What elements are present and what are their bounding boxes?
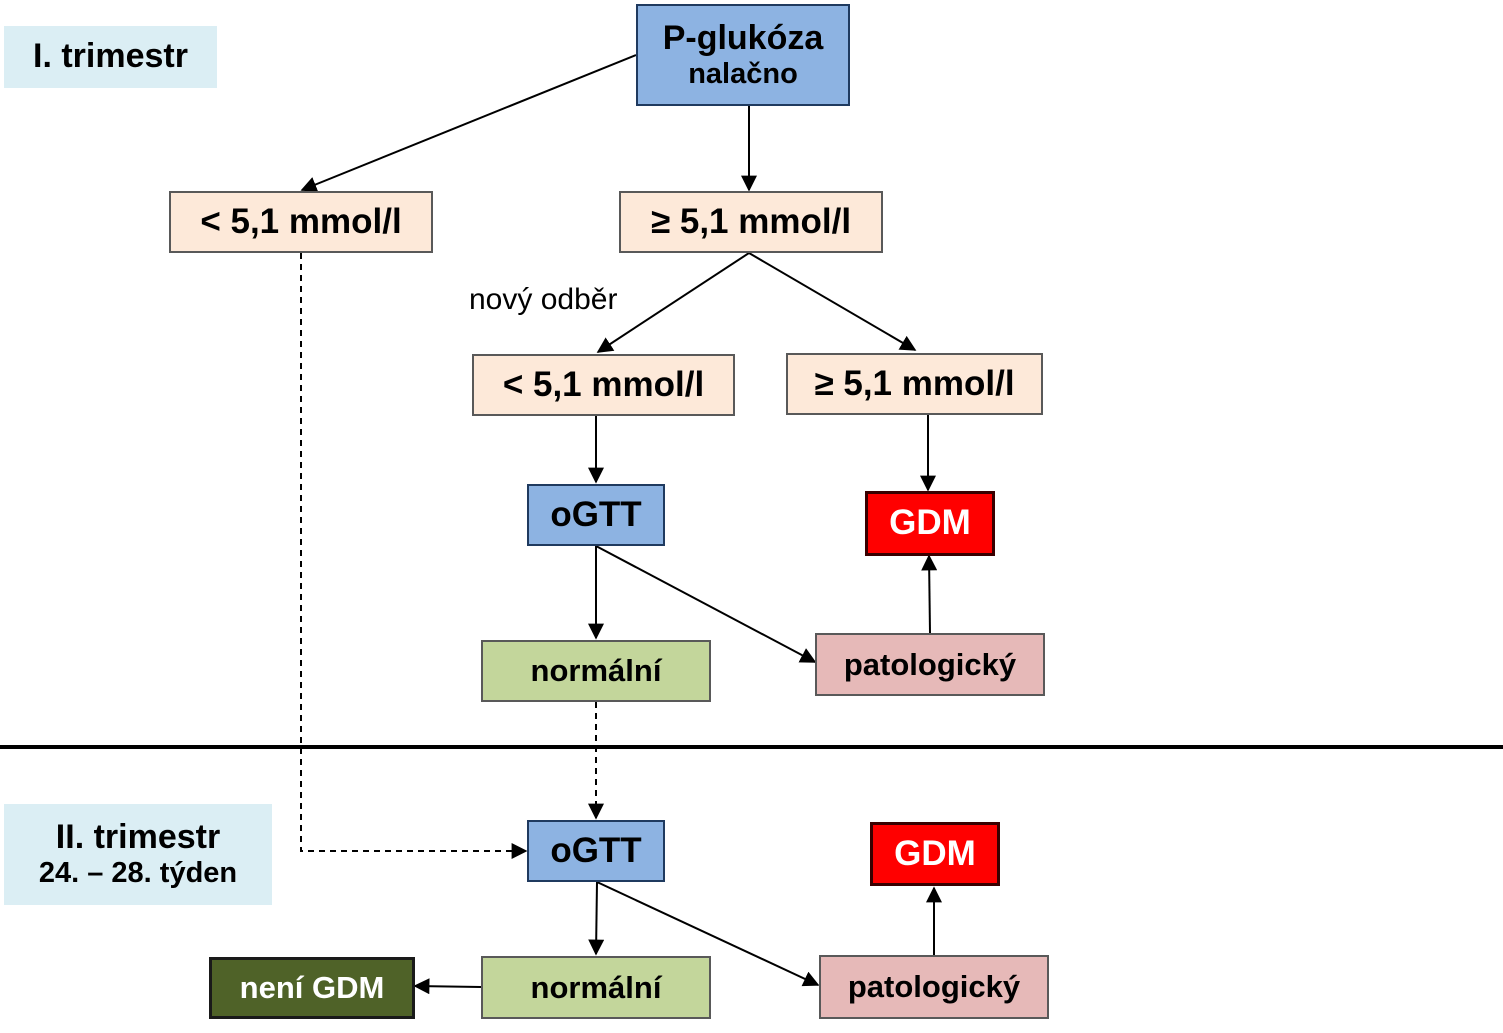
dashed-low-to-ogtt2: [300, 253, 528, 859]
pathological-result-text-1: patologický: [843, 646, 1017, 682]
arrow-high-to-retest-low: [596, 252, 750, 353]
ogtt-box-2: oGTT: [527, 820, 665, 882]
gdm-text-1: GDM: [889, 503, 971, 543]
retest-above-threshold-box: ≥ 5,1 mmol/l: [786, 353, 1043, 415]
result-above-threshold-box: ≥ 5,1 mmol/l: [619, 191, 883, 253]
ogtt-text-2: oGTT: [550, 830, 642, 870]
retest-below-threshold-text: < 5,1 mmol/l: [502, 364, 705, 404]
arrow-ogtt2-to-pathological2: [596, 881, 820, 987]
normal-result-text-1: normální: [530, 653, 662, 689]
no-gdm-box: není GDM: [209, 957, 415, 1019]
retest-below-threshold-box: < 5,1 mmol/l: [472, 354, 735, 416]
arrow-start-to-low: [300, 54, 637, 193]
result-above-threshold-text: ≥ 5,1 mmol/l: [650, 201, 852, 241]
normal-result-box-2: normální: [481, 956, 711, 1019]
fasting-glucose-subtitle: nalačno: [688, 57, 798, 90]
normal-result-box-1: normální: [481, 640, 711, 702]
arrow-ogtt2-to-normal2: [588, 881, 605, 956]
trimester-2-label-title: II. trimestr: [55, 818, 221, 857]
retest-above-threshold-text: ≥ 5,1 mmol/l: [814, 363, 1015, 403]
result-below-threshold-text: < 5,1 mmol/l: [200, 201, 402, 241]
arrow-high-to-retest-high: [748, 252, 917, 351]
retest-note: nový odběr: [469, 283, 618, 316]
gdm-box-1: GDM: [865, 491, 995, 556]
arrow-normal2-to-no-gdm: [413, 978, 482, 995]
pathological-result-text-2: patologický: [847, 969, 1021, 1005]
fasting-glucose-box: P-glukóza nalačno: [636, 4, 850, 106]
pathological-result-box-1: patologický: [815, 633, 1045, 696]
pathological-result-box-2: patologický: [819, 955, 1049, 1019]
fasting-glucose-title: P-glukóza: [662, 18, 824, 57]
gdm-text-2: GDM: [894, 833, 976, 873]
trimester-1-label-text: I. trimestr: [33, 37, 188, 76]
result-below-threshold-box: < 5,1 mmol/l: [169, 191, 433, 253]
arrow-ogtt-to-pathological: [595, 545, 817, 663]
trimester-2-label: II. trimestr 24. – 28. týden: [4, 804, 272, 905]
ogtt-box-1: oGTT: [527, 484, 665, 546]
arrow-pathological-to-gdm: [921, 554, 938, 634]
trimester-2-label-weeks: 24. – 28. týden: [38, 857, 238, 890]
no-gdm-text: není GDM: [239, 970, 385, 1006]
ogtt-text-1: oGTT: [550, 494, 642, 534]
normal-result-text-2: normální: [530, 969, 662, 1005]
trimester-1-label: I. trimestr: [4, 26, 217, 88]
gdm-box-2: GDM: [870, 822, 1000, 886]
